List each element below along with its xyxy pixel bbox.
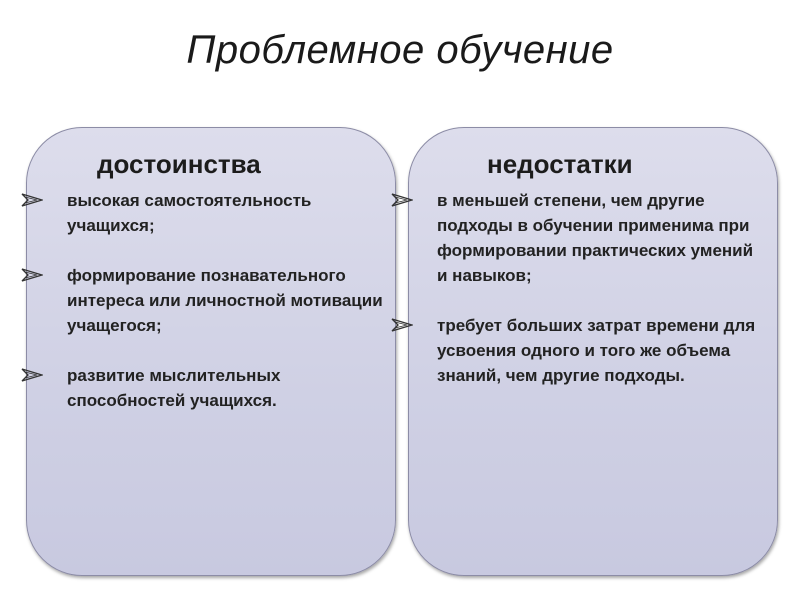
list-item: высокая самостоятельность учащихся; bbox=[21, 188, 385, 238]
advantages-list: высокая самостоятельность учащихся; форм… bbox=[21, 188, 385, 438]
advantages-heading: достоинства bbox=[97, 149, 261, 179]
list-item-text: требует больших затрат времени для усвое… bbox=[437, 316, 756, 385]
arrowhead-bullet-icon bbox=[391, 318, 413, 332]
slide-title: Проблемное обучение bbox=[186, 28, 614, 72]
list-item: в меньшей степени, чем другие подходы в … bbox=[391, 188, 767, 288]
list-item-text: высокая самостоятельность учащихся; bbox=[67, 191, 312, 235]
list-item-text: в меньшей степени, чем другие подходы в … bbox=[437, 191, 754, 285]
list-item: формирование познавательного интереса ил… bbox=[21, 263, 385, 338]
list-item: требует больших затрат времени для усвое… bbox=[391, 313, 767, 388]
arrowhead-bullet-icon bbox=[21, 268, 43, 282]
disadvantages-panel: недостатки в меньшей степени, чем другие… bbox=[391, 127, 778, 576]
list-item-text: формирование познавательного интереса ил… bbox=[67, 266, 383, 335]
list-item-text: развитие мыслительных способностей учащи… bbox=[67, 366, 281, 410]
disadvantages-heading: недостатки bbox=[487, 149, 633, 179]
list-item: развитие мыслительных способностей учащи… bbox=[21, 363, 385, 413]
arrowhead-bullet-icon bbox=[21, 193, 43, 207]
advantages-panel: достоинства высокая самостоятельность уч… bbox=[21, 127, 396, 576]
arrowhead-bullet-icon bbox=[21, 368, 43, 382]
disadvantages-list: в меньшей степени, чем другие подходы в … bbox=[391, 188, 767, 413]
arrowhead-bullet-icon bbox=[391, 193, 413, 207]
